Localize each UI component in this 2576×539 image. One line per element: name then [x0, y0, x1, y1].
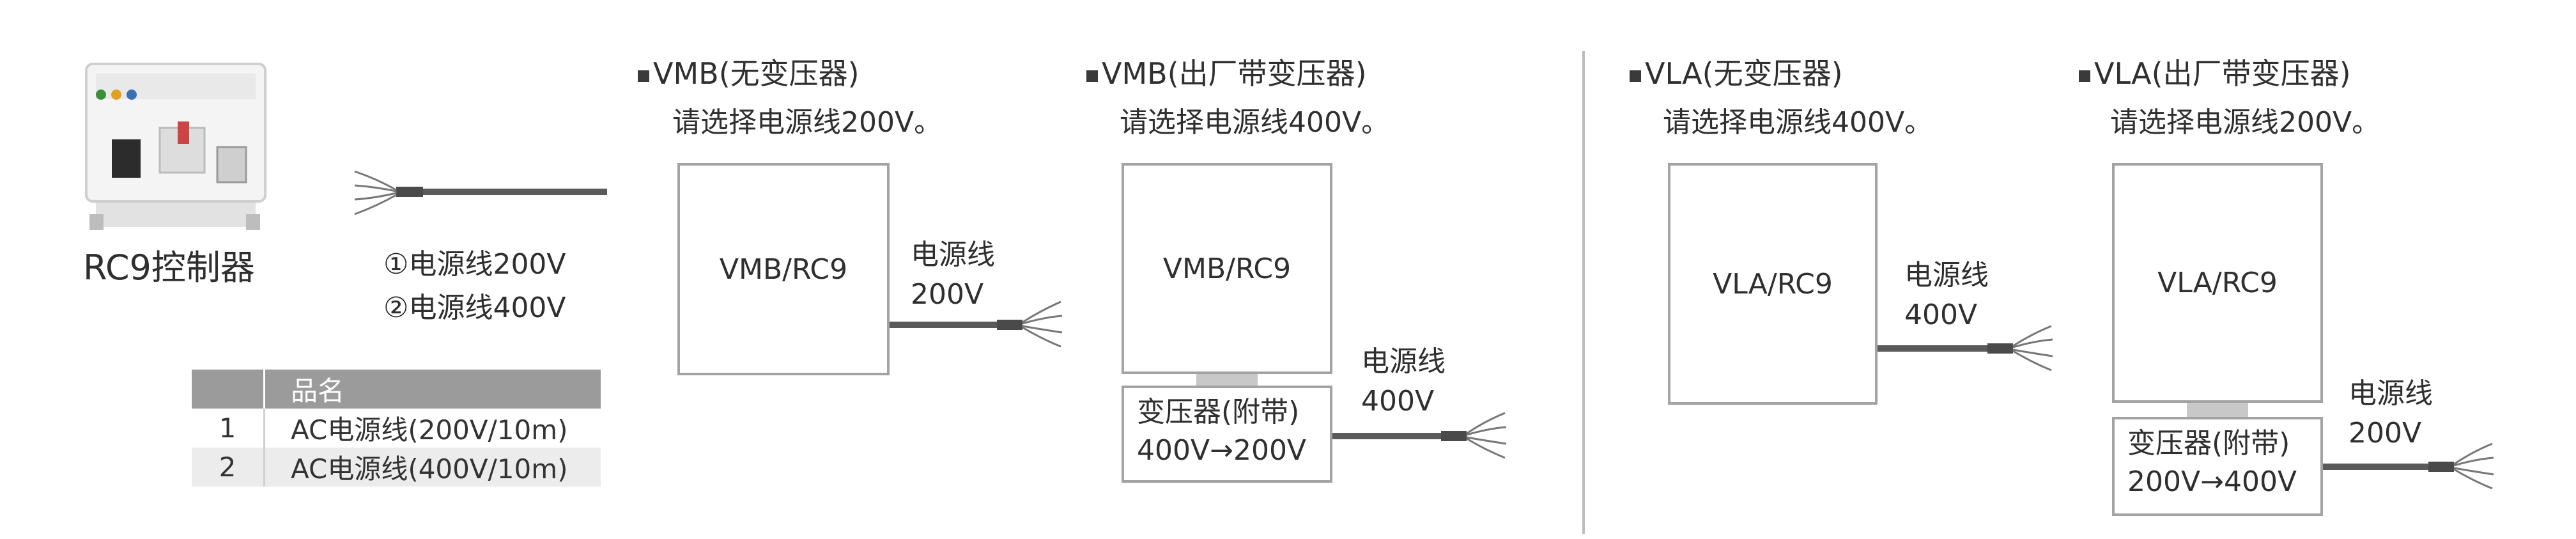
transformer-label-line: 变压器(附带) [2127, 427, 2290, 460]
unit-label: VLA/RC9 [2157, 267, 2278, 299]
unit-box: VMB/RC9 [1122, 163, 1332, 374]
unit-label: VLA/RC9 [1713, 267, 1833, 301]
config-title-vla-plain: VLA(无变压器) [1630, 59, 1843, 88]
parts-table-header: 品名 [192, 370, 601, 409]
cable-option-2: ②电源线400V [383, 292, 566, 324]
config-title-vla-transformer: VLA(出厂带变压器) [2079, 59, 2351, 88]
table-cell-name: AC电源线(200V/10m) [263, 409, 601, 448]
parts-table: 品名 1 AC电源线(200V/10m) 2 AC电源线(400V/10m) [192, 370, 601, 487]
table-cell-name: AC电源线(400V/10m) [263, 448, 601, 487]
cable-label-line: 电源线 [1904, 259, 1989, 292]
controller-image [85, 63, 266, 230]
cable-label-line: 电源线 [2348, 377, 2433, 410]
config-subtitle: 请选择电源线200V。 [672, 106, 943, 139]
cable-label-line: 400V [1904, 299, 1978, 331]
bullet-icon [638, 70, 649, 82]
transformer-label-line: 400V→200V [1137, 434, 1307, 467]
bullet-icon [1630, 70, 1641, 82]
transformer-label-line: 200V→400V [2127, 465, 2297, 498]
table-cell-no: 2 [192, 448, 265, 487]
config-title-vmb-plain: VMB(无变压器) [638, 59, 860, 88]
bullet-icon [1086, 70, 1098, 82]
unit-label: VMB/RC9 [719, 253, 848, 286]
unit-box: VLA/RC9 [2112, 163, 2323, 403]
bullet-icon [2079, 70, 2090, 82]
cable-label-line: 电源线 [911, 238, 995, 271]
controller-cable [354, 170, 607, 215]
transformer-box: 变压器(附带) 400V→200V [1122, 386, 1332, 483]
cable-label: 电源线 200V [2348, 374, 2433, 453]
cable-option-1: ①电源线200V [383, 248, 566, 281]
config-title-text: VLA(出厂带变压器) [2094, 56, 2351, 91]
cable-label: 电源线 400V [1361, 342, 1446, 421]
transformer-label-line: 变压器(附带) [1137, 396, 1300, 428]
config-subtitle: 请选择电源线400V。 [1120, 106, 1390, 139]
wire-ends-icon [354, 170, 397, 215]
cable-label: 电源线 400V [1904, 256, 1989, 335]
table-row: 1 AC电源线(200V/10m) [192, 409, 601, 448]
unit-box: VLA/RC9 [1668, 163, 1878, 405]
table-row: 2 AC电源线(400V/10m) [192, 448, 601, 487]
transformer-box: 变压器(附带) 200V→400V [2112, 417, 2323, 516]
cable-vmb-transformer [1332, 412, 1507, 459]
config-subtitle: 请选择电源线200V。 [2110, 106, 2380, 139]
table-header-no [192, 370, 265, 409]
config-title-vmb-transformer: VMB(出厂带变压器) [1086, 59, 1367, 88]
cable-vla-transformer [2320, 442, 2494, 490]
config-title-text: VMB(无变压器) [653, 56, 860, 91]
config-title-text: VMB(出厂带变压器) [1102, 56, 1367, 91]
unit-label: VMB/RC9 [1162, 252, 1292, 285]
cable-plug-icon [396, 187, 423, 197]
config-subtitle: 请选择电源线400V。 [1663, 106, 1933, 139]
table-cell-no: 1 [219, 412, 236, 444]
transformer-connector [1196, 374, 1258, 386]
controller-label: RC9控制器 [83, 247, 255, 288]
cable-vmb-plain [890, 301, 1063, 348]
table-header-name: 品名 [264, 370, 601, 409]
config-title-text: VLA(无变压器) [1645, 56, 1843, 91]
transformer-connector [2187, 403, 2248, 417]
cable-label-line: 200V [2348, 417, 2422, 449]
cable-label-line: 200V [911, 278, 984, 311]
cable-label: 电源线 200V [911, 235, 995, 315]
cable-label-line: 电源线 [1361, 345, 1446, 378]
cable-label-line: 400V [1361, 385, 1435, 418]
cable-vla-plain [1876, 325, 2053, 371]
unit-box: VMB/RC9 [677, 163, 890, 375]
